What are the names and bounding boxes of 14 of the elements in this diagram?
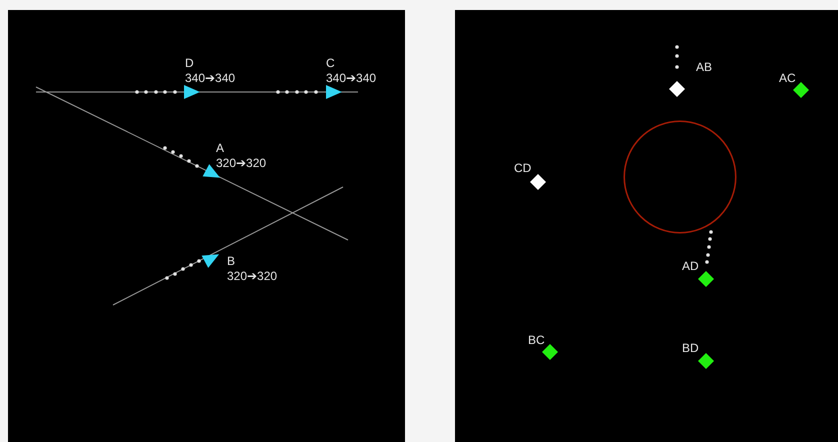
agent-label: A [216,141,224,155]
agent-label: BC [528,333,545,347]
value-label: 320➔320 [216,156,266,170]
value-label: 320➔320 [227,269,278,283]
value-label: 340➔340 [185,71,236,85]
agent-label: B [227,254,236,268]
agent-label: D [185,56,194,70]
agent-label: AD [682,259,699,273]
value-label: 340➔340 [326,71,376,85]
agent-label: CD [514,161,532,175]
agent-label: C [326,56,335,70]
agent-label: AB [696,60,712,74]
agent-label: BD [682,341,699,355]
agent-label: AC [779,71,796,85]
